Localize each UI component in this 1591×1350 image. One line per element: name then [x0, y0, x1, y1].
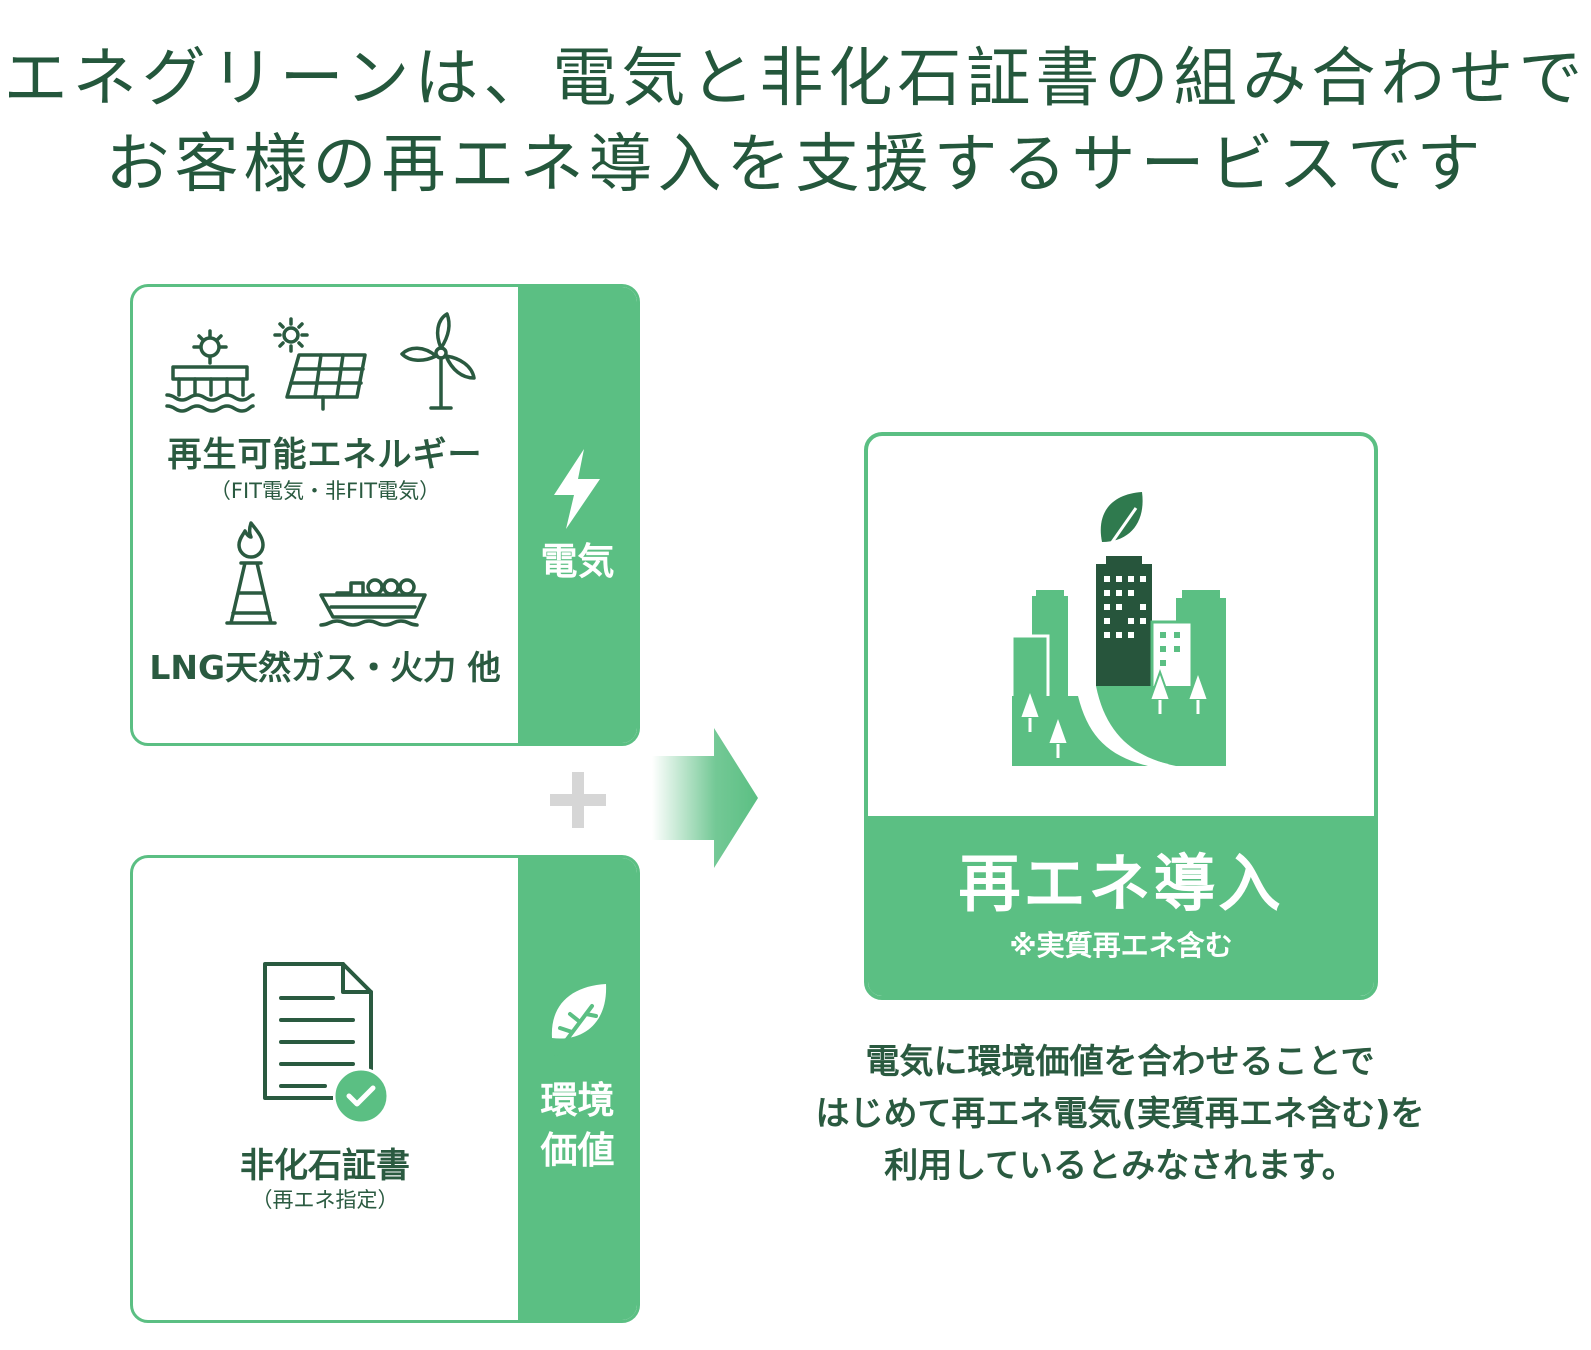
renewable-adoption-title: 再エネ導入 [958, 847, 1284, 920]
environmental-band-label-1: 環境 [540, 1079, 615, 1122]
environmental-value-band: 環境 価値 [518, 858, 637, 1320]
solar-panel-icon [273, 317, 367, 411]
renewable-adoption-card: 再エネ導入 ※実質再エネ含む [864, 432, 1378, 1000]
description-line-3: 利用しているとみなされます。 [884, 1146, 1356, 1186]
electricity-band: 電気 [518, 287, 637, 743]
lightning-icon [554, 449, 600, 529]
certificate-label: 非化石証書 [240, 1146, 410, 1186]
description-line-1: 電気に環境価値を合わせることで [865, 1042, 1375, 1082]
environmental-band-label-2: 価値 [540, 1129, 615, 1172]
renewable-adoption-note: ※実質再エネ含む [1009, 929, 1233, 962]
renewable-energy-sublabel: （FIT電気・非FIT電気） [209, 479, 441, 503]
headline-line-2: お客様の再エネ導入を支援するサービスです [105, 128, 1486, 202]
description-line-2: はじめて再エネ電気(実質再エネ含む)を [815, 1094, 1425, 1134]
arrow-right-icon [652, 728, 758, 868]
gas-flare-icon [225, 521, 277, 625]
renewable-energy-label: 再生可能エネルギー [167, 435, 483, 475]
electricity-band-label: 電気 [540, 540, 615, 583]
certificate-card: 非化石証書 （再エネ指定） 環境 価値 [130, 855, 640, 1323]
renewable-adoption-band: 再エネ導入 ※実質再エネ含む [868, 816, 1374, 996]
description-text: 電気に環境価値を合わせることで はじめて再エネ電気(実質再エネ含む)を 利用して… [790, 1036, 1450, 1192]
check-badge-icon [333, 1068, 389, 1124]
electricity-card: 再生可能エネルギー （FIT電気・非FIT電気） LNG天然ガス・火力 他 電気 [130, 284, 640, 746]
headline-line-1: エネグリーンは、電気と非化石証書の組み合わせで [3, 42, 1588, 116]
green-city-icon [1010, 492, 1226, 766]
fossil-energy-label: LNG天然ガス・火力 他 [149, 648, 501, 687]
wind-turbine-icon [400, 312, 476, 410]
certificate-document-icon [263, 962, 373, 1100]
certificate-sublabel: （再エネ指定） [251, 1188, 399, 1212]
page-headline: エネグリーンは、電気と非化石証書の組み合わせで お客様の再エネ導入を支援するサー… [0, 36, 1591, 208]
hydro-dam-icon [165, 329, 255, 413]
leaf-icon [551, 984, 607, 1056]
plus-icon [550, 772, 606, 828]
lng-tanker-icon [319, 578, 427, 627]
